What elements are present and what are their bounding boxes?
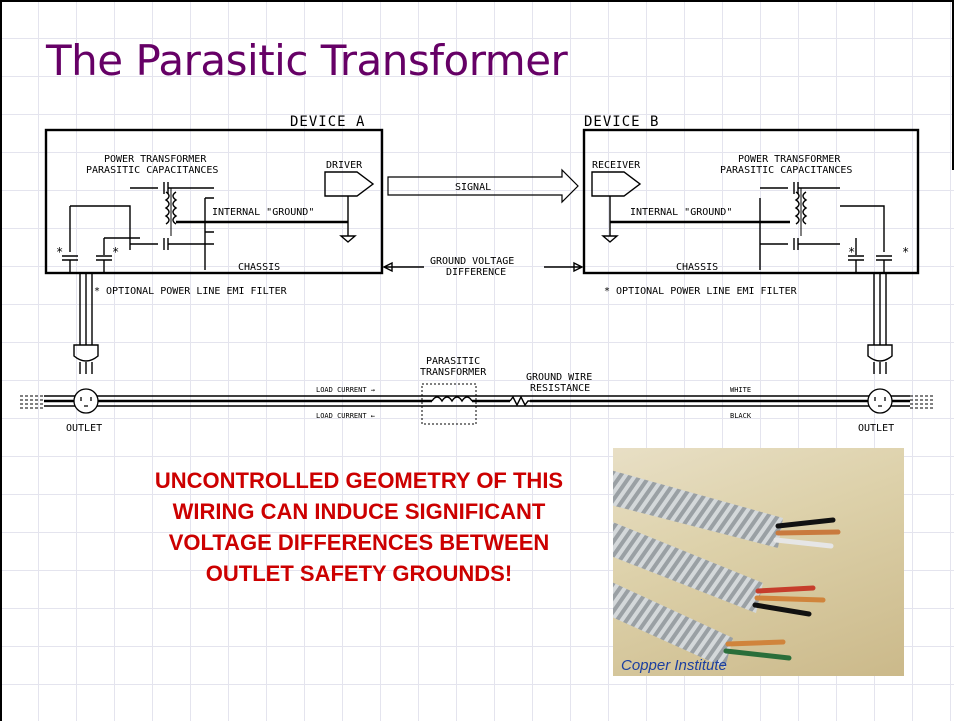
slide-border-left — [0, 0, 2, 721]
outlet-right-icon — [867, 388, 893, 414]
device-b-filter-note: * OPTIONAL POWER LINE EMI FILTER — [604, 286, 798, 297]
device-a-transformer-label-2: PARASITIC CAPACITANCES — [86, 165, 218, 176]
device-b-transformer-label-1: POWER TRANSFORMER — [738, 154, 841, 165]
device-b-asterisk-1: * — [848, 245, 855, 259]
device-a-ground-label: INTERNAL "GROUND" — [212, 207, 314, 218]
device-a-driver-label: DRIVER — [326, 160, 363, 171]
device-b-ground-label: INTERNAL "GROUND" — [630, 207, 732, 218]
outlet-left-label: OUTLET — [66, 423, 102, 434]
plug-a-icon — [73, 344, 99, 374]
device-b: DEVICE B POWER TRANSFORMER PARASITIC CAP… — [582, 114, 920, 374]
transformer-a-coil-icon — [164, 191, 178, 225]
driver-icon — [324, 171, 375, 197]
device-a-filter-note: * OPTIONAL POWER LINE EMI FILTER — [94, 286, 288, 297]
interconnect: SIGNAL GROUND VOLTAGE DIFFERENCE — [382, 168, 584, 278]
device-b-chassis-label: CHASSIS — [676, 262, 718, 273]
outlet-right-label: OUTLET — [858, 423, 894, 434]
ground-resistor-icon — [509, 395, 530, 407]
slide-border-top — [0, 0, 954, 2]
black-wire-label: BLACK — [730, 412, 752, 420]
transformer-b-coil-icon — [794, 191, 808, 225]
device-b-asterisk-2: * — [902, 245, 909, 259]
device-a-transformer-label-1: POWER TRANSFORMER — [104, 154, 207, 165]
device-a-asterisk-2: * — [112, 245, 119, 259]
signal-arrow-icon — [387, 168, 579, 204]
load-current-bottom-label: LOAD CURRENT ← — [316, 412, 375, 420]
power-line: PARASITIC TRANSFORMER GROUND WIRE RESIST… — [20, 356, 934, 434]
load-current-top-label: LOAD CURRENT → — [316, 386, 375, 394]
slide-border-right — [952, 0, 954, 170]
ground-wire-label-2: RESISTANCE — [530, 383, 590, 394]
device-a-chassis-label: CHASSIS — [238, 262, 280, 273]
device-b-receiver-label: RECEIVER — [592, 160, 641, 171]
parasitic-inductor-icon — [431, 396, 473, 403]
warning-message: UNCONTROLLED GEOMETRY OF THIS WIRING CAN… — [154, 468, 564, 586]
slide-title: The Parasitic Transformer — [46, 36, 568, 85]
ground-voltage-label-1: GROUND VOLTAGE — [430, 256, 514, 267]
device-b-box — [582, 128, 920, 275]
parasitic-label-1: PARASITIC — [426, 356, 480, 367]
parasitic-transformer-box — [421, 383, 477, 425]
cable-photo: Copper Institute — [613, 448, 904, 676]
device-a-box — [44, 128, 384, 275]
plug-b-icon — [867, 344, 893, 374]
armored-cable-image — [613, 470, 841, 668]
device-a-label: DEVICE A — [290, 114, 365, 130]
ground-wire-label-1: GROUND WIRE — [526, 372, 592, 383]
white-wire-label: WHITE — [730, 386, 751, 394]
device-a: DEVICE A POWER TRANSFORMER PARASITIC CAP… — [44, 114, 384, 374]
device-a-asterisk-1: * — [56, 245, 63, 259]
receiver-icon — [591, 171, 642, 197]
parasitic-label-2: TRANSFORMER — [420, 367, 487, 378]
outlet-left-icon — [73, 388, 99, 414]
device-b-label: DEVICE B — [584, 114, 659, 130]
ground-voltage-label-2: DIFFERENCE — [446, 267, 506, 278]
photo-credit: Copper Institute — [621, 657, 727, 674]
device-b-transformer-label-2: PARASITIC CAPACITANCES — [720, 165, 852, 176]
signal-label: SIGNAL — [455, 182, 491, 193]
